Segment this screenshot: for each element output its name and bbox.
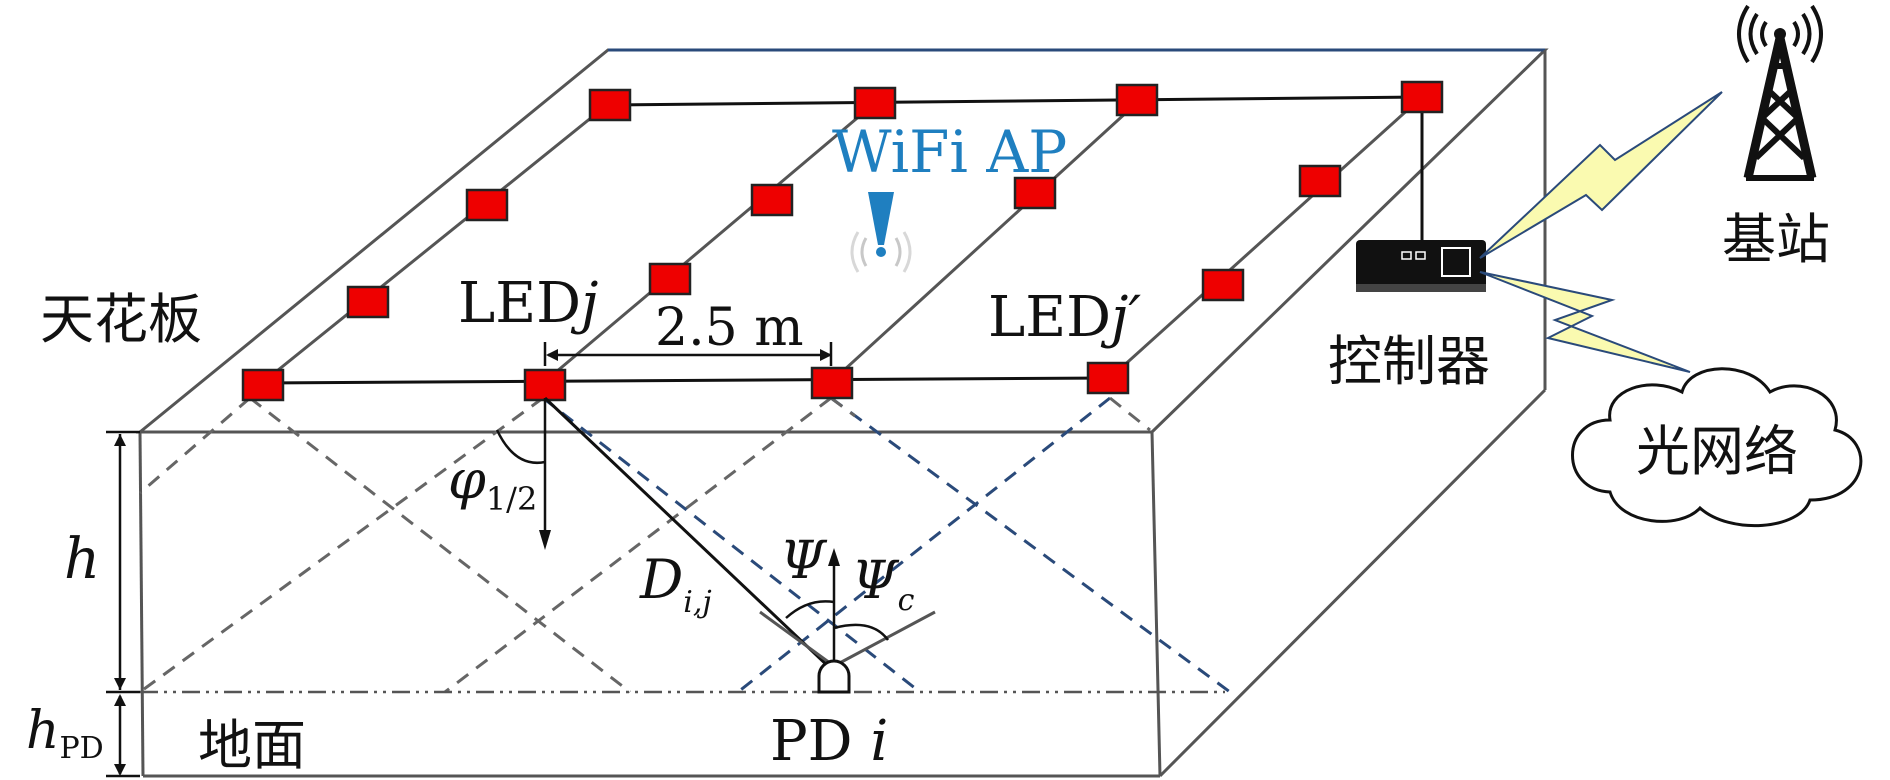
beam-line — [830, 396, 1231, 694]
led-j-prime — [1086, 361, 1130, 395]
led-emitter — [1013, 176, 1057, 210]
distance-label: Di,j — [639, 548, 712, 620]
led-j — [523, 368, 567, 402]
arrowhead — [114, 434, 126, 446]
track-diag-1 — [261, 103, 608, 385]
geometry — [106, 342, 936, 778]
track-back — [606, 95, 1423, 107]
led-emitter — [648, 262, 692, 296]
led-emitter — [346, 285, 390, 319]
track-diag-3 — [829, 98, 1142, 384]
fov-left — [759, 610, 835, 668]
track-diag-2 — [542, 101, 876, 385]
half-angle-arc — [495, 429, 546, 465]
los-path — [543, 396, 832, 670]
optical-network-label: 光网络 — [1636, 420, 1798, 483]
arrowhead — [546, 349, 558, 361]
led-emitter — [1201, 268, 1245, 302]
half-angle-label: φ1/2 — [448, 448, 537, 518]
wifi-ap-label: WiFi AP — [832, 118, 1067, 186]
antenna-tower-icon — [1737, 4, 1823, 181]
arrowhead — [114, 678, 126, 690]
front-right-edge — [1150, 431, 1162, 777]
track-diag-4 — [1108, 95, 1424, 380]
front-left-edge — [138, 431, 145, 777]
led-emitter — [1400, 80, 1444, 114]
led-j-prime-label: LEDj′ — [988, 285, 1141, 350]
controller-label: 控制器 — [1328, 330, 1490, 393]
beam-line — [139, 396, 544, 694]
ceiling-label: 天花板 — [40, 288, 202, 351]
floor-right-edge — [1158, 388, 1547, 778]
beam-line — [542, 396, 921, 694]
incidence-angle-label: Ψ — [780, 531, 828, 591]
beam-line — [830, 396, 856, 418]
led-emitter — [810, 366, 854, 400]
beam-line — [1109, 396, 1151, 432]
led-emitter — [465, 188, 509, 222]
arrowhead — [114, 764, 126, 776]
led-emitter — [588, 88, 632, 122]
led-j-label: LEDj — [458, 271, 598, 336]
arrowhead — [539, 530, 551, 550]
fov-angle-label: Ψc — [852, 551, 915, 618]
fov-right — [833, 610, 936, 668]
arrowhead — [820, 349, 832, 361]
led-emitter — [1115, 83, 1159, 117]
floor-label: 地面 — [198, 714, 306, 777]
track-front — [261, 376, 1111, 385]
led-tracks — [261, 95, 1424, 385]
led-emitter — [853, 86, 897, 120]
light-beams — [139, 396, 1231, 694]
base-station-label: 基站 — [1722, 208, 1830, 271]
spacing-label: 2.5 m — [655, 298, 804, 358]
arrowhead — [114, 694, 126, 706]
pd-height-label: hPD — [26, 701, 104, 766]
lightning-bolt-icon — [1479, 91, 1723, 259]
led-array — [241, 80, 1444, 402]
cloud-icon — [1571, 367, 1863, 528]
beam-line — [139, 396, 251, 495]
arrowhead — [828, 548, 840, 566]
led-emitter — [1298, 164, 1342, 198]
led-emitter — [750, 183, 794, 217]
incidence-angle-arc — [785, 600, 835, 619]
height-label: h — [64, 527, 100, 592]
wifi-ap-icon — [850, 192, 912, 273]
controller-box-icon — [1356, 240, 1486, 292]
pd-label: PD i — [770, 709, 888, 774]
led-emitter — [241, 368, 285, 402]
beam-line — [444, 396, 832, 694]
photodiode-icon — [817, 659, 851, 694]
beam-line — [249, 396, 631, 694]
lightning-bolt-icon — [1479, 271, 1691, 373]
fov-angle-arc — [833, 623, 890, 641]
